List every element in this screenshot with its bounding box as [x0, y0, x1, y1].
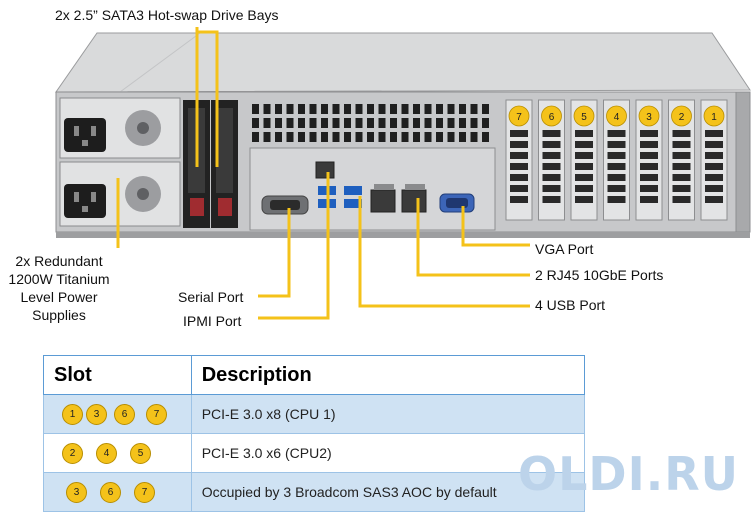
serial-port-label: Serial Port: [178, 289, 244, 305]
rj45-ports-connector: [370, 184, 427, 213]
svg-text:5: 5: [581, 112, 587, 123]
table-header-row: Slot Description: [43, 355, 586, 395]
svg-text:6: 6: [549, 112, 555, 123]
pcie-slot-2: 2: [668, 99, 695, 221]
svg-text:7: 7: [516, 112, 522, 123]
slot-badge-5: 5: [130, 443, 151, 464]
svg-text:2: 2: [679, 112, 685, 123]
slot-badge-6: 6: [100, 482, 121, 503]
svg-text:4: 4: [614, 112, 620, 123]
slot-badge-2: 2: [62, 443, 83, 464]
vga-port-connector: [439, 193, 475, 213]
psu-label-line4: Supplies: [32, 307, 86, 323]
serial-port-connector: [261, 195, 309, 215]
row-description: PCI-E 3.0 x6 (CPU2): [190, 433, 586, 473]
ipmi-port-label: IPMI Port: [183, 313, 242, 329]
description-header: Description: [190, 355, 586, 395]
row-description: PCI-E 3.0 x8 (CPU 1): [190, 394, 586, 434]
chassis-top: [55, 32, 751, 93]
ipmi-port-connector: [315, 161, 335, 179]
psu-label-line1: 2x Redundant: [15, 253, 103, 269]
pcie-slot-4: 4: [603, 99, 630, 221]
slot-badge-4: 4: [96, 443, 117, 464]
vent-grid: [252, 104, 489, 142]
power-supply-2: [59, 161, 181, 227]
row-description: Occupied by 3 Broadcom SAS3 AOC by defau…: [190, 472, 586, 512]
svg-text:1: 1: [711, 112, 717, 123]
watermark: OLDI.RU: [518, 447, 739, 501]
pcie-slot-6: 6: [538, 99, 565, 221]
slot-badge-7: 7: [134, 482, 155, 503]
pcie-slots: 7 6 5 4 3 2 1: [505, 99, 728, 221]
slot-badge-3: 3: [66, 482, 87, 503]
vga-port-label: VGA Port: [535, 241, 594, 257]
drive-bays-label: 2x 2.5” SATA3 Hot-swap Drive Bays: [55, 7, 279, 23]
pcie-slot-1: 1: [700, 99, 728, 221]
power-supply-1: [59, 97, 181, 159]
pcie-slot-5: 5: [570, 99, 598, 221]
usb-ports-label: 4 USB Port: [535, 297, 606, 313]
slot-badge-7: 7: [146, 404, 167, 425]
psu-label-line3: Level Power: [20, 289, 98, 305]
svg-text:3: 3: [646, 112, 652, 123]
slot-badge-6: 6: [114, 404, 135, 425]
pcie-slot-7: 7: [505, 99, 533, 221]
callout-lines: [116, 27, 530, 320]
io-shield: [249, 147, 496, 231]
psu-label-line2: 1200W Titanium: [8, 271, 110, 287]
server-rear-diagram: 7 6 5 4 3 2 1: [55, 27, 751, 320]
slot-header: Slot: [43, 355, 192, 395]
pcie-slot-3: 3: [635, 99, 663, 221]
rj45-ports-label: 2 RJ45 10GbE Ports: [535, 267, 664, 283]
slot-badge-3: 3: [86, 404, 107, 425]
slot-badge-1: 1: [62, 404, 83, 425]
